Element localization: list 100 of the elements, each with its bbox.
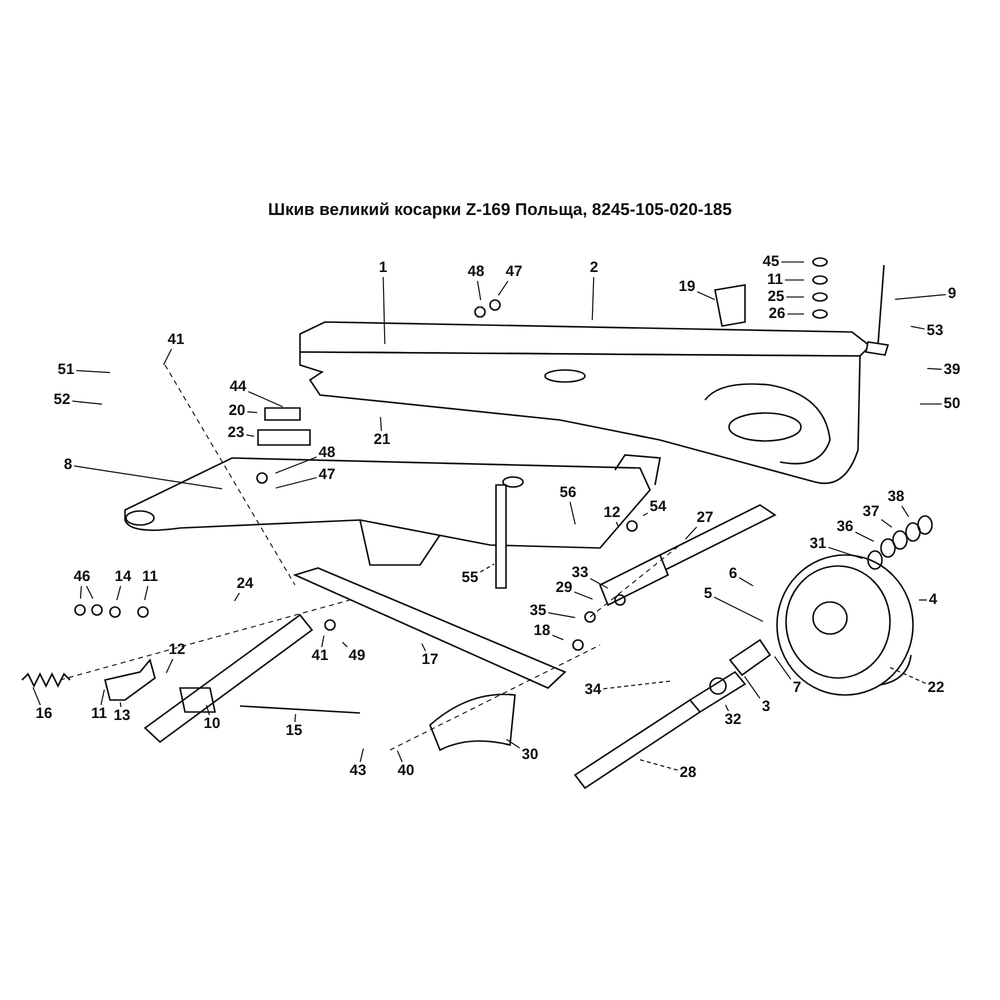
leader-line — [784, 279, 804, 281]
callout-number: 6 — [728, 566, 738, 582]
callout-number: 29 — [556, 580, 572, 596]
callout-number: 56 — [560, 485, 576, 501]
callout-number: 35 — [530, 603, 546, 619]
callout-number: 14 — [114, 569, 132, 585]
callout-number: 31 — [810, 536, 826, 552]
callout-number: 19 — [678, 279, 696, 295]
leader-line — [786, 296, 804, 298]
callout-number: 48 — [318, 445, 336, 461]
callout-number: 51 — [58, 362, 74, 378]
leader-line — [276, 477, 317, 489]
leader-line — [380, 416, 382, 432]
callout-number: 52 — [54, 392, 70, 408]
leader-line — [32, 687, 41, 706]
callout-number: 40 — [398, 763, 414, 779]
callout-number: 47 — [318, 467, 336, 483]
callout-number: 8 — [64, 457, 72, 473]
leader-line — [163, 348, 172, 366]
leader-line — [144, 586, 148, 600]
leader-line — [927, 368, 942, 370]
leader-line — [86, 586, 94, 599]
callout-number: 38 — [888, 489, 904, 505]
callout-number: 3 — [762, 699, 770, 715]
callout-number: 1 — [378, 260, 388, 276]
callout-number: 9 — [948, 286, 956, 302]
leader-line — [247, 411, 258, 414]
leader-line — [360, 748, 364, 762]
callout-number: 44 — [230, 379, 246, 395]
callout-number: 11 — [767, 272, 783, 288]
leader-line — [603, 680, 672, 690]
leader-line — [918, 599, 927, 601]
leader-line — [574, 592, 593, 600]
leader-line — [120, 702, 122, 708]
leader-line — [774, 656, 792, 680]
callout-number: 7 — [792, 680, 802, 696]
leader-line — [787, 313, 804, 315]
leader-line — [910, 326, 925, 330]
leader-line — [498, 280, 508, 296]
callout-number: 20 — [228, 403, 246, 419]
callout-number: 22 — [928, 680, 944, 696]
leader-line — [116, 586, 122, 600]
callout-number: 25 — [768, 289, 784, 305]
leader-line — [828, 546, 863, 560]
leader-line — [74, 465, 222, 490]
leader-line — [616, 522, 620, 528]
callout-number: 39 — [944, 362, 960, 378]
leader-line — [781, 261, 804, 263]
callout-number: 17 — [422, 652, 438, 668]
leader-line — [206, 704, 210, 716]
callout-number: 23 — [228, 425, 244, 441]
callout-number: 55 — [462, 570, 478, 586]
callout-number: 41 — [168, 332, 184, 348]
callout-number: 10 — [204, 716, 220, 732]
callout-number: 26 — [768, 306, 786, 322]
leader-line — [234, 592, 240, 602]
leader-line — [548, 612, 576, 618]
leader-line — [697, 291, 715, 300]
leader-line — [248, 391, 283, 408]
callout-number: 32 — [724, 712, 742, 728]
callout-number: 27 — [696, 510, 714, 526]
leader-line — [275, 456, 317, 474]
callout-number: 13 — [114, 708, 130, 724]
leader-line — [714, 596, 764, 622]
leader-line — [76, 370, 110, 374]
callout-number: 43 — [350, 763, 366, 779]
leader-line — [855, 532, 874, 542]
leader-line — [396, 750, 403, 762]
leader-line — [887, 666, 926, 684]
leader-line — [321, 636, 324, 648]
callout-number: 49 — [348, 648, 366, 664]
callout-number: 11 — [91, 706, 107, 722]
callout-number: 15 — [286, 723, 302, 739]
leader-line — [642, 512, 648, 516]
callout-number: 54 — [650, 499, 666, 515]
leader-line — [894, 294, 946, 300]
callout-number: 50 — [944, 396, 960, 412]
leader-line — [592, 276, 594, 320]
callout-number: 11 — [142, 569, 158, 585]
callout-number: 47 — [506, 264, 522, 280]
callout-number: 12 — [168, 642, 186, 658]
callout-number: 18 — [534, 623, 550, 639]
callout-number: 2 — [590, 260, 598, 276]
callout-number: 34 — [584, 682, 602, 698]
leader-line — [480, 564, 494, 572]
leader-line — [881, 519, 892, 528]
callout-number: 4 — [928, 592, 938, 608]
leader-line — [421, 643, 426, 652]
leader-line — [100, 690, 105, 706]
leader-line — [744, 676, 760, 699]
leader-line — [570, 502, 576, 524]
leader-line — [476, 280, 482, 300]
leader-line — [901, 506, 910, 517]
leader-line — [294, 714, 296, 722]
callout-number: 37 — [862, 504, 880, 520]
callout-number: 46 — [74, 569, 90, 585]
callout-number: 30 — [522, 747, 538, 763]
leader-line — [246, 434, 254, 437]
leader-line — [166, 658, 174, 674]
leader-line — [80, 586, 82, 599]
